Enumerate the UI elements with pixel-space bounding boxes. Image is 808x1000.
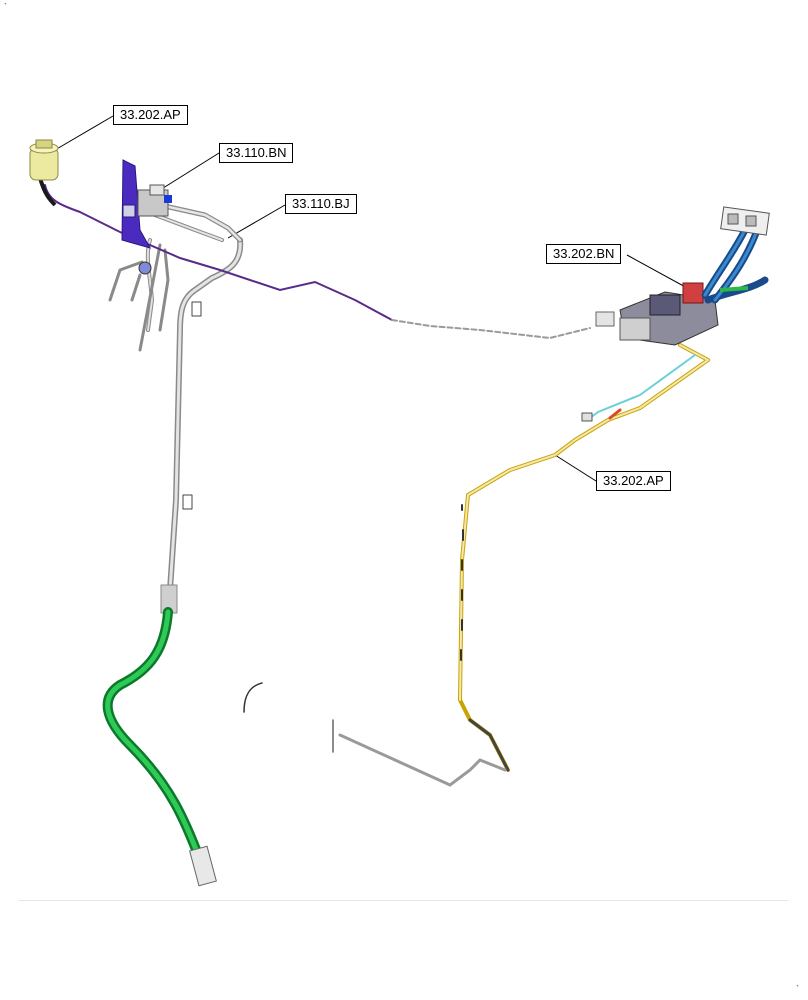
right-main-harness <box>458 343 710 772</box>
corner-mark-top-left: ` <box>4 2 7 12</box>
green-harness <box>102 607 217 887</box>
corner-mark-bottom-right: ` <box>796 984 799 994</box>
callout-33-110-bn: 33.110.BN <box>219 143 294 163</box>
controller-component <box>595 206 770 346</box>
reservoir-component <box>29 139 59 207</box>
callout-33-202-ap-bottom: 33.202.AP <box>596 471 671 491</box>
bottom-grey-wire <box>243 682 507 787</box>
callout-33-202-ap-top: 33.202.AP <box>113 105 188 125</box>
callout-33-110-bj: 33.110.BJ <box>285 194 357 214</box>
purple-bracket-component <box>121 159 172 275</box>
footer-divider <box>18 900 788 901</box>
callout-33-202-bn: 33.202.BN <box>546 244 622 264</box>
left-main-harness <box>108 202 244 614</box>
